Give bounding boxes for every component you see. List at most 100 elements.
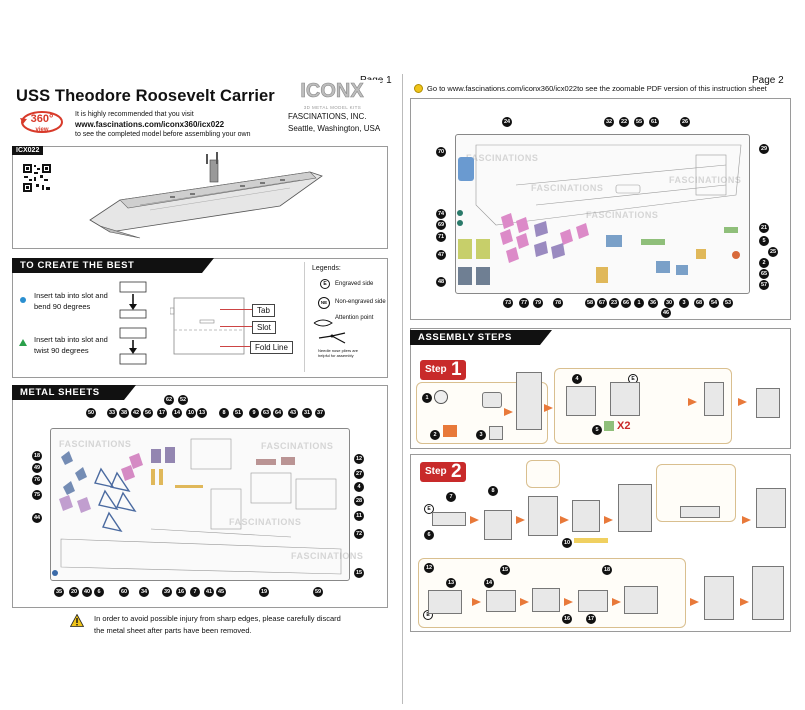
assembly-step2-box (410, 454, 791, 632)
part-number: 27 (354, 469, 364, 479)
part-number: 23 (609, 298, 619, 308)
part-number: 22 (619, 117, 629, 127)
badge-view-text: view (35, 127, 48, 133)
sheet2-bottom-numbers: 73 77 79 78 58 67 23 66 1 36 30 3 68 54 … (503, 298, 753, 310)
step-arrow-icon (564, 598, 573, 606)
step1-assembly-a (482, 392, 502, 408)
step2-box-c (532, 588, 560, 612)
part-number: 49 (32, 463, 42, 473)
part-number: 10 (562, 538, 572, 548)
part-number: 19 (259, 587, 269, 597)
part-number: 33 (107, 408, 117, 418)
part-number: 21 (759, 223, 769, 233)
step1-final (756, 388, 780, 418)
part-number: 64 (273, 408, 283, 418)
part-number: 77 (519, 298, 529, 308)
sheet2-watermark-2: FASCINATIONS (531, 183, 604, 193)
part-number: 25 (768, 247, 778, 257)
qr-code[interactable] (22, 163, 52, 193)
step-arrow-icon (690, 598, 699, 606)
step-arrow-icon (612, 598, 621, 606)
step1-result-a (516, 372, 542, 430)
step2-deck-piece (680, 506, 720, 518)
metal-sheets-header: METAL SHEETS (12, 385, 136, 400)
part-number: 14 (484, 578, 494, 588)
step-1-badge: Step 1 (420, 359, 466, 380)
part-number: 71 (436, 232, 446, 242)
part-number: 1 (422, 393, 432, 403)
part-number: 10 (186, 408, 196, 418)
fold-line-callout: Fold Line (250, 341, 293, 354)
metal-sheet-2-box (410, 98, 791, 320)
part-number: 42 (131, 408, 141, 418)
tab-slot-diagram (114, 280, 154, 370)
part-number: 55 (634, 117, 644, 127)
part-number: 53 (723, 298, 733, 308)
step-arrow-icon (516, 516, 525, 524)
part-number: 76 (32, 475, 42, 485)
step-2-word: Step (425, 466, 447, 477)
step2-assembly-f (756, 488, 786, 528)
engraved-icon: E (320, 279, 330, 289)
part-number: 37 (315, 408, 325, 418)
lightbulb-icon (414, 84, 423, 93)
part-number: 4 (354, 482, 364, 492)
part-number: 56 (143, 408, 153, 418)
part-number: 5 (759, 236, 769, 246)
sheet2-watermark-4: FASCINATIONS (669, 175, 742, 185)
part-number: 13 (197, 408, 207, 418)
step-1-number: 1 (451, 359, 462, 380)
pliers-icon (318, 331, 346, 345)
part-number: 45 (216, 587, 226, 597)
tab-callout: Tab (252, 304, 275, 317)
part-number: 48 (436, 277, 446, 287)
step-arrow-icon (604, 516, 613, 524)
part-number: 57 (759, 280, 769, 290)
part-number: 75 (32, 490, 42, 500)
sheet2-parts-drawing (457, 144, 742, 285)
part-number: 2 (759, 258, 769, 268)
metal-sheets-box (12, 385, 388, 608)
sheet1-top-numbers: 50 33 38 42 56 17 14 10 13 8 51 9 63 64 … (86, 408, 336, 420)
connections-header: TO CREATE THE BEST CONNECTIONS (12, 258, 214, 286)
part-number: 3 (679, 298, 689, 308)
part-number: 66 (621, 298, 631, 308)
quantity-multiplier: X2 (617, 420, 631, 432)
sheet1-watermark-3: FASCINATIONS (229, 517, 302, 527)
recommend-url[interactable]: www.fascinations.com/iconx360/icx022 (75, 120, 225, 129)
part-number: 11 (354, 511, 364, 521)
twist-triangle-icon (19, 339, 27, 346)
engraved-text: Engraved side (335, 281, 374, 287)
step-arrow-icon (544, 404, 553, 412)
goto-pdf-text[interactable]: Go to www.fascinations.com/iconx360/icx0… (427, 84, 767, 93)
part-number: 1 (634, 298, 644, 308)
step2-assembly-a (432, 512, 466, 526)
warning-line-2: the metal sheet after parts have been re… (94, 626, 252, 635)
part-number: 50 (86, 408, 96, 418)
part-number: 47 (436, 250, 446, 260)
part-number: 41 (204, 587, 214, 597)
part-number: 46 (661, 308, 671, 318)
part-number: 16 (562, 614, 572, 624)
part-number: 28 (354, 496, 364, 506)
view-360-badge[interactable]: 360° view (20, 108, 64, 134)
step-arrow-icon (504, 408, 513, 416)
page-title: USS Theodore Roosevelt Carrier (16, 87, 275, 105)
non-engraved-text: Non-engraved side (335, 299, 386, 305)
part-number: 9 (249, 408, 259, 418)
part-number: 14 (172, 408, 182, 418)
part-number: 79 (533, 298, 543, 308)
step-arrow-icon (738, 398, 747, 406)
model-preview-box (12, 146, 388, 249)
part-number: 17 (586, 614, 596, 624)
sheet1-watermark-1: FASCINATIONS (59, 439, 132, 449)
part-number: 39 (162, 587, 172, 597)
part-number: 8 (219, 408, 229, 418)
part-number: 26 (680, 117, 690, 127)
attention-icon (313, 314, 333, 327)
part-number: 18 (602, 565, 612, 575)
legend-divider (304, 262, 305, 372)
part-number: 38 (119, 408, 129, 418)
part-number: 5 (592, 425, 602, 435)
part-number: 29 (759, 144, 769, 154)
